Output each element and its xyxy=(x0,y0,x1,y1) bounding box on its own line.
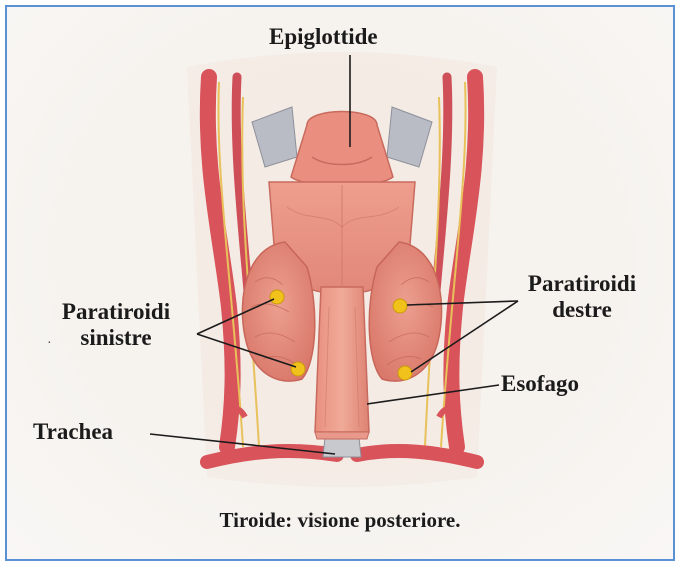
esophagus xyxy=(315,287,369,432)
label-parathyroid-left-line1: Paratiroidi xyxy=(41,299,191,325)
label-parathyroid-right-line1: Paratiroidi xyxy=(507,271,657,297)
label-parathyroid-left-line2: sinistre xyxy=(41,325,191,351)
label-parathyroid-right-line2: destre xyxy=(507,297,657,323)
label-esophagus: Esofago xyxy=(501,371,579,397)
label-trachea: Trachea xyxy=(33,419,113,445)
parathyroid-right-upper xyxy=(393,299,407,313)
parathyroid-right-lower xyxy=(398,366,412,380)
right-thyroid-lobe xyxy=(369,242,441,381)
parathyroid-left-upper xyxy=(270,290,284,304)
label-parathyroid-right: Paratiroidi destre xyxy=(507,271,657,323)
left-thyroid-lobe xyxy=(242,242,314,381)
figure-caption: Tiroide: visione posteriore. xyxy=(7,508,673,533)
label-parathyroid-left: Paratiroidi sinistre xyxy=(41,299,191,351)
parathyroid-left-lower xyxy=(291,362,305,376)
label-epiglottis: Epiglottide xyxy=(269,24,378,50)
figure-frame: · Epiglottide Paratiroidi sinistre Parat… xyxy=(5,5,675,561)
